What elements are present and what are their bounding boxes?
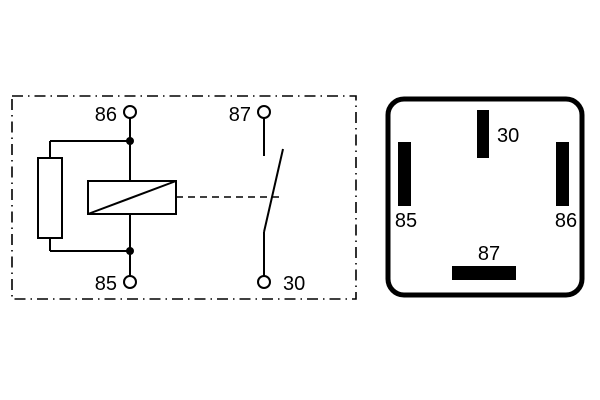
relay-body-outline	[385, 96, 585, 298]
pin-30-label: 30	[497, 125, 519, 147]
pin-87-blade	[452, 266, 516, 280]
pin-85-blade	[398, 142, 411, 206]
pin-87-label: 87	[478, 243, 500, 265]
terminal-87-label: 87	[229, 104, 251, 126]
pinout-panel: 30 85 86 87	[385, 96, 585, 298]
schematic-panel: 86 87 85 30	[11, 95, 357, 300]
pin-30-blade	[477, 110, 489, 158]
terminal-86-circle	[123, 105, 137, 119]
terminal-86-label: 86	[95, 104, 117, 126]
terminal-30-label: 30	[283, 273, 305, 295]
resistor-symbol	[37, 157, 63, 239]
switch-blade	[263, 148, 284, 233]
coil-diagonal-line	[87, 180, 177, 215]
pin-86-label: 86	[555, 210, 577, 232]
terminal-30-circle	[257, 275, 271, 289]
pin-86-blade	[556, 142, 569, 206]
schematic-boundary	[11, 95, 357, 300]
terminal-85-circle	[123, 275, 137, 289]
pin-85-label: 85	[395, 210, 417, 232]
terminal-87-circle	[257, 105, 271, 119]
terminal-85-label: 85	[95, 273, 117, 295]
